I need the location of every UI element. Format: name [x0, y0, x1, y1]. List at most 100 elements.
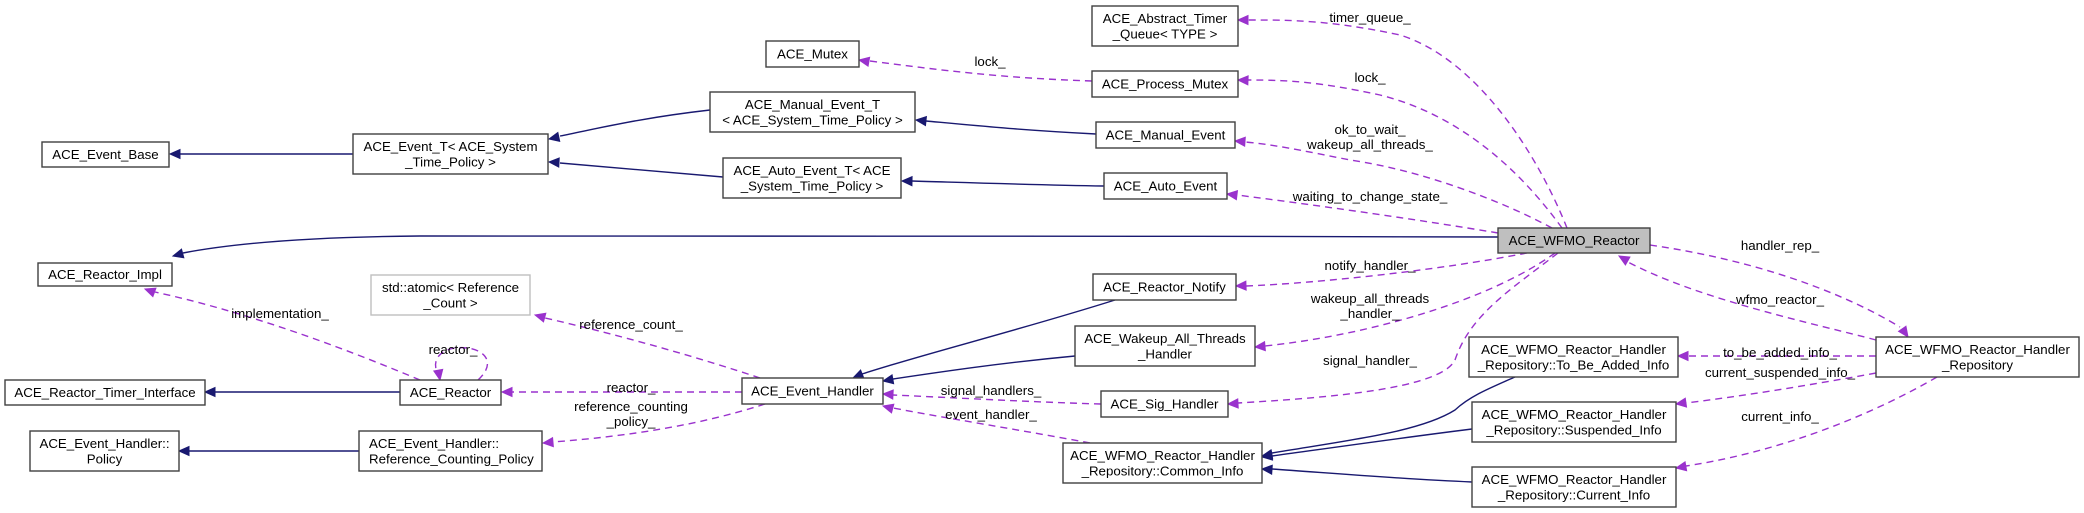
node-label: ACE_Reactor: [410, 385, 492, 400]
node-label: ACE_Process_Mutex: [1102, 77, 1229, 92]
class-node-ace-wfmo-reactor-handler-repository[interactable]: ACE_WFMO_Reactor_Handler_Repository: [1875, 336, 2080, 378]
class-node-suspended-info[interactable]: ACE_WFMO_Reactor_Handler_Repository::Sus…: [1471, 401, 1677, 443]
node-label: _Queue< TYPE >: [1112, 26, 1218, 41]
arrowhead-icon: [1674, 460, 1688, 472]
node-label: std::atomic< Reference: [382, 280, 519, 295]
edge-line: [869, 60, 1093, 82]
inheritance-edge-ace_auto_event-to-ace_auto_event_t: [900, 175, 1105, 187]
node-label: ACE_Reactor_Impl: [48, 267, 162, 282]
edge-line: [434, 346, 489, 381]
class-node-ace-event-handler[interactable]: ACE_Event_Handler: [741, 377, 884, 405]
node-label: ACE_Reactor_Timer_Interface: [14, 385, 195, 400]
class-node-ace-wakeup-all-threads-handler[interactable]: ACE_Wakeup_All_Threads_Handler: [1074, 325, 1256, 367]
class-node-ace-auto-event-t[interactable]: ACE_Auto_Event_T< ACE_System_Time_Policy…: [722, 157, 902, 199]
class-node-ace-manual-event[interactable]: ACE_Manual_Event: [1095, 121, 1236, 149]
member-edge-ace_wfmo_reactor-to-ace_abstract_timer_queue: [1236, 14, 1568, 229]
node-box: [1468, 336, 1679, 378]
edge-line: [1271, 468, 1473, 483]
class-node-ace-event-handler-policy[interactable]: ACE_Event_Handler::Policy: [29, 430, 180, 472]
arrowhead-icon: [881, 389, 894, 400]
member-edge-ace_reactor-to-ace_reactor_impl: [143, 287, 421, 381]
class-node-ace-auto-event[interactable]: ACE_Auto_Event: [1103, 172, 1228, 200]
edge-line: [1627, 261, 1877, 341]
arrowhead-icon: [143, 287, 157, 298]
arrowhead-icon: [1260, 464, 1273, 475]
node-label: < ACE_System_Time_Policy >: [722, 112, 903, 127]
node-box: [1062, 442, 1263, 484]
node-label: _Handler: [1137, 346, 1193, 361]
edge-line: [1237, 252, 1559, 404]
arrowhead-icon: [541, 436, 554, 448]
edge-label: ok_to_wait_: [1335, 122, 1407, 137]
class-node-common-info[interactable]: ACE_WFMO_Reactor_Handler_Repository::Com…: [1062, 442, 1263, 484]
arrowhead-icon: [432, 368, 444, 382]
inheritance-edge-ace_wfmo_reactor-to-ace_reactor_impl: [171, 234, 1499, 259]
edge-line: [892, 407, 1091, 444]
member-edge-ace_wfmo_reactor_handler_repository-to-suspended_info: [1674, 372, 1877, 408]
node-label: ACE_Abstract_Timer: [1103, 11, 1228, 26]
edge-label: event_handler_: [945, 407, 1037, 422]
edge-line: [1247, 79, 1563, 229]
class-node-ace-sig-handler[interactable]: ACE_Sig_Handler: [1100, 390, 1229, 418]
edge-label: handler_rep_: [1741, 238, 1820, 253]
inheritance-edge-current_info-to-common_info: [1260, 464, 1473, 483]
arrowhead-icon: [1897, 325, 1909, 338]
class-node-ace-event-t[interactable]: ACE_Event_T< ACE_System_Time_Policy >: [352, 133, 549, 175]
node-box: [1091, 5, 1239, 47]
arrowhead-icon: [914, 115, 927, 127]
member-edge-ace_wfmo_reactor-to-ace_reactor_notify: [1234, 252, 1528, 291]
member-edge-ace_event_handler-to-ace_reactor: [500, 386, 742, 398]
class-node-std-atomic-reference-count[interactable]: std::atomic< Reference_Count >: [370, 274, 531, 316]
class-node-ace-event-handler-reference-counting-policy[interactable]: ACE_Event_Handler::Reference_Counting_Po…: [358, 430, 543, 472]
class-node-ace-reactor[interactable]: ACE_Reactor: [399, 379, 502, 406]
node-label: ACE_Mutex: [777, 47, 848, 62]
edge-label: current_suspended_info_: [1705, 365, 1856, 380]
edge-label: timer_queue_: [1329, 10, 1411, 25]
node-box: [1497, 227, 1651, 254]
node-label: ACE_Event_Base: [52, 147, 158, 162]
edge-line: [1649, 244, 1901, 328]
node-box: [1875, 336, 2080, 378]
class-node-ace-reactor-timer-interface[interactable]: ACE_Reactor_Timer_Interface: [4, 379, 206, 406]
node-box: [352, 133, 549, 175]
edge-line: [559, 109, 711, 137]
node-label: ACE_Manual_Event_T: [745, 97, 880, 112]
class-node-ace-manual-event-t[interactable]: ACE_Manual_Event_T< ACE_System_Time_Poli…: [709, 91, 916, 133]
node-label: _Repository::To_Be_Added_Info: [1477, 357, 1669, 372]
arrowhead-icon: [533, 312, 547, 323]
node-label: ACE_Event_Handler: [751, 384, 874, 399]
member-edge-ace_wfmo_reactor_handler_repository-to-current_info: [1674, 376, 1938, 472]
node-label: ACE_WFMO_Reactor_Handler: [1481, 342, 1666, 357]
arrowhead-icon: [168, 148, 181, 160]
member-edge-ace_wfmo_reactor-to-ace_sig_handler: [1226, 252, 1559, 409]
edge-label: _policy_: [606, 414, 656, 429]
edge-line: [1685, 372, 1877, 404]
node-label: ACE_Sig_Handler: [1111, 397, 1219, 412]
edge-label: implementation_: [231, 306, 329, 321]
arrowhead-icon: [1225, 190, 1239, 201]
edge-label: notify_handler_: [1325, 258, 1417, 273]
arrowhead-icon: [857, 56, 871, 68]
edge-label: lock_: [1354, 70, 1386, 85]
class-node-ace-wfmo-reactor[interactable]: ACE_WFMO_Reactor: [1497, 227, 1651, 254]
node-box: [1100, 390, 1229, 418]
node-box: [1092, 273, 1237, 301]
arrowhead-icon: [547, 131, 561, 142]
class-node-current-info[interactable]: ACE_WFMO_Reactor_Handler_Repository::Cur…: [1471, 466, 1677, 508]
edge-label: to_be_added_info_: [1723, 345, 1837, 360]
class-node-ace-process-mutex[interactable]: ACE_Process_Mutex: [1091, 70, 1239, 98]
inheritance-edge-ace_auto_event_t-to-ace_event_t: [547, 157, 724, 178]
arrowhead-icon: [851, 369, 865, 379]
class-node-ace-event-base[interactable]: ACE_Event_Base: [41, 141, 170, 168]
arrowhead-icon: [1676, 350, 1689, 362]
edge-label: wfmo_reactor_: [1735, 292, 1825, 307]
class-node-ace-mutex[interactable]: ACE_Mutex: [765, 40, 860, 68]
edge-label: reference_counting: [574, 399, 688, 414]
node-box: [1074, 325, 1256, 367]
class-node-ace-abstract-timer-queue[interactable]: ACE_Abstract_Timer_Queue< TYPE >: [1091, 5, 1239, 47]
class-node-ace-reactor-notify[interactable]: ACE_Reactor_Notify: [1092, 273, 1237, 301]
class-node-ace-reactor-impl[interactable]: ACE_Reactor_Impl: [37, 262, 173, 287]
node-label: Reference_Counting_Policy: [369, 451, 534, 466]
class-node-to-be-added-info[interactable]: ACE_WFMO_Reactor_Handler_Repository::To_…: [1468, 336, 1679, 378]
